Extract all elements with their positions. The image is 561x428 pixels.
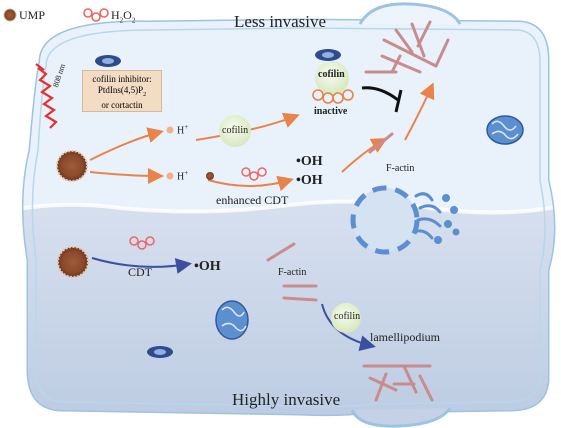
cofilin-label-lower: cofilin [334,311,361,322]
endoplasmic-reticulum [412,192,460,244]
arrow-to-top-factin [404,82,435,141]
factin-label-upper: F-actin [386,163,415,174]
factin-upper-strand [368,132,394,154]
cofilin-ball-lower [331,303,361,333]
inhibitor-box: cofilin inhibitor: PtdIns(4,5)P2 or cort… [82,70,162,112]
legend-h2o2-label: H2O2 [111,8,136,25]
arrow-ump-to-hplus-lower [89,167,164,184]
bottom-title: Highly invasive [232,390,341,409]
ump-particle-lower [57,246,89,278]
h2o2-cdt-icon [129,236,155,250]
ump-particle-upper [56,150,88,182]
bottom-protrusion [350,407,452,428]
ump-mini-enhanced [206,172,214,180]
inhibitor-line2: PtdIns(4,5)P2 [97,85,147,99]
oh-label-upper-2: •OH [296,173,323,188]
factin-lower-scattered [266,242,318,302]
factin-label-lower: F-actin [278,267,307,278]
cofilin-label-upper: cofilin [222,125,249,136]
arrow-to-inactive-cofilin [195,112,300,141]
proton-ball-upper [166,126,174,134]
mitochondrion-upper [486,115,524,145]
proton-ball-lower [166,172,174,180]
receptor-2 [315,49,341,61]
inhibition-arrow [361,86,403,113]
inactive-label: inactive [314,106,348,117]
receptor-3 [147,346,173,358]
nucleus-dashed [350,185,420,255]
cofilin-ball-upper [219,115,251,147]
top-title: Less invasive [234,12,327,31]
proton-label-lower: H+ [177,169,189,183]
cdt-label: CDT [128,265,152,279]
h2o2-enhanced-icon [241,167,267,181]
cofilin-inactive-cluster [312,61,354,104]
legend-h2o2-icon [83,8,109,22]
factin-branch-bottom [362,364,434,402]
oh-label-lower: •OH [194,259,221,274]
arrow-cdt [91,257,192,274]
proton-label-upper: H+ [177,123,189,137]
enhanced-cdt-label: enhanced CDT [216,193,289,207]
inhibitor-line3: or cortactin [101,99,143,110]
receptor-1 [95,55,121,67]
arrow-ump-to-hplus-upper [89,127,164,161]
laser-icon [35,63,58,129]
legend-ump-icon [3,8,17,22]
legend-ump-label: UMP [19,8,46,22]
factin-branch-top [380,20,450,74]
top-protrusion [358,2,462,25]
arrow-enhanced-cdt [207,175,294,192]
inhibitor-line1: cofilin inhibitor: [92,74,152,84]
oh-label-upper-1: •OH [296,154,323,169]
lamellipodium-label: lamellipodium [370,330,440,344]
mitochondrion-lower [215,300,249,340]
cofilin-inactive-label: cofilin [318,69,345,80]
